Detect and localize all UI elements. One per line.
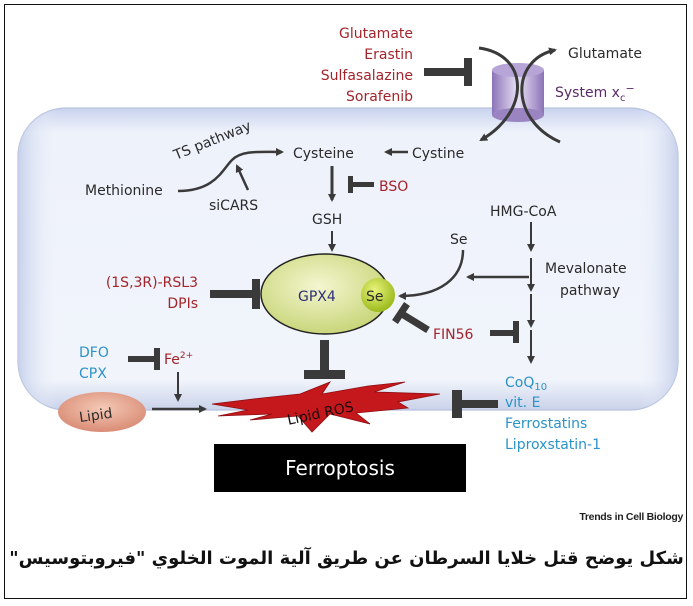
rsl3-label: (1S,3R)-RSL3 <box>106 275 198 291</box>
ferrostatins-label: Ferrostatins <box>505 416 587 432</box>
rsl3-inhibition-bar <box>210 279 260 309</box>
gpx4-label: GPX4 <box>298 289 336 305</box>
ferroptosis-outcome-box: Ferroptosis <box>214 444 466 492</box>
vit-e-label: vit. E <box>505 395 540 411</box>
liproxstatin-label: Liproxstatin-1 <box>505 437 601 453</box>
dpis-label: DPIs <box>167 296 198 312</box>
hmg-coa-label: HMG-CoA <box>490 204 557 220</box>
glutamate-export-arrow <box>520 47 561 144</box>
antioxidant-inhibition-bar <box>452 390 498 418</box>
figure-border <box>4 4 687 599</box>
mevalonate-label-line2: pathway <box>560 283 620 299</box>
bso-label: BSO <box>379 179 408 195</box>
gpx4-se-label: Se <box>366 289 384 305</box>
gsh-label: GSH <box>312 212 342 228</box>
inhibitor-sulfasalazine: Sulfasalazine <box>321 68 413 84</box>
iron-label: Fe2+ <box>164 351 193 368</box>
cystine-label: Cystine <box>412 146 464 162</box>
dfo-label: DFO <box>79 345 109 361</box>
fin56-label: FIN56 <box>433 327 474 343</box>
mevalonate-label-line1: Mevalonate <box>545 261 627 277</box>
inhibitor-erastin: Erastin <box>364 47 413 63</box>
methionine-label: Methionine <box>85 183 163 199</box>
bso-inhibition-bar <box>348 176 374 193</box>
selenium-label: Se <box>450 232 468 248</box>
sicars-label: siCARS <box>209 198 258 214</box>
cystine-import-arrow <box>478 46 519 142</box>
coq10-label: CoQ10 <box>505 375 547 393</box>
cysteine-label: Cysteine <box>293 146 354 162</box>
inhibitor-sorafenib: Sorafenib <box>346 89 413 105</box>
cpx-label: CPX <box>79 366 107 382</box>
ts-pathway-arrow <box>177 147 284 193</box>
fin56-gpx4-inhibition-bar <box>392 302 430 333</box>
lipid-blob <box>58 392 146 432</box>
inhibitor-glutamate: Glutamate <box>339 26 413 42</box>
figure-caption: شكل يوضح قتل خلايا السرطان عن طريق آلية … <box>9 548 684 569</box>
se-to-gpx4-arrow <box>398 249 465 300</box>
source-credit: Trends in Cell Biology <box>579 511 683 523</box>
glutamate-out-label: Glutamate <box>568 46 642 62</box>
xc-inhibition-bar <box>424 58 472 86</box>
system-xc-label: System xc− <box>555 82 635 104</box>
lipid-ros-burst <box>211 381 441 433</box>
sicars-arrow <box>235 164 250 191</box>
lipid-label: Lipid <box>78 406 113 426</box>
fin56-mevalonate-inhibition-bar <box>490 321 519 343</box>
gpx4-enzyme <box>260 253 395 335</box>
gpx4-ros-inhibition-bar <box>304 340 345 379</box>
iron-chelation-bar <box>128 348 160 370</box>
